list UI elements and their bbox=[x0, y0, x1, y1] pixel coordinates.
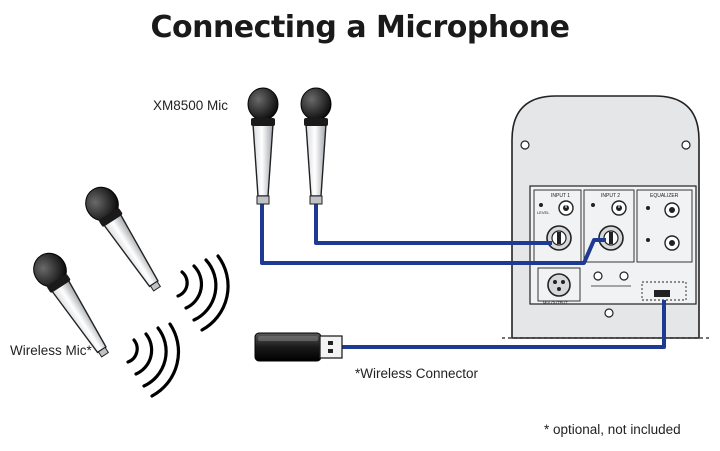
input1-combo-jack[interactable] bbox=[546, 225, 572, 251]
xm8500-cable-2 bbox=[314, 202, 552, 245]
level-label: LEVEL bbox=[537, 210, 550, 215]
level-knob-2[interactable] bbox=[611, 200, 627, 216]
wireless-mic-icon bbox=[33, 252, 110, 358]
mix-output-xlr[interactable] bbox=[537, 267, 581, 302]
xm8500-mic-label: XM8500 Mic bbox=[153, 98, 229, 113]
eq-led bbox=[646, 206, 650, 210]
wireless-connector-label: *Wireless Connector bbox=[355, 366, 479, 381]
mix-output-label: MIX OUTPUT bbox=[543, 300, 568, 305]
panel-screw bbox=[604, 308, 614, 318]
eq-high-knob[interactable] bbox=[664, 202, 680, 218]
wireless-signal-icon bbox=[176, 254, 230, 332]
aux-jack bbox=[593, 271, 603, 281]
wireless-mic-icon bbox=[85, 186, 162, 292]
page-title: Connecting a Microphone bbox=[150, 10, 570, 45]
wireless-connector-icon bbox=[254, 332, 343, 362]
level-knob-1[interactable] bbox=[558, 200, 574, 216]
mixer-panel: INPUT 1 INPUT 2 EQUALIZER LEVEL bbox=[502, 95, 712, 339]
eq-label: EQUALIZER bbox=[650, 193, 679, 199]
input2-label: INPUT 2 bbox=[601, 193, 620, 199]
xm8500-mic-icon bbox=[300, 87, 332, 205]
input1-label: INPUT 1 bbox=[551, 193, 570, 199]
xm8500-mic-icon bbox=[247, 87, 279, 205]
clip-led bbox=[539, 203, 543, 207]
input2-combo-jack[interactable] bbox=[598, 225, 624, 251]
wireless-signal-icon bbox=[126, 322, 181, 398]
optional-note: * optional, not included bbox=[544, 422, 681, 437]
xm8500-cable-1 bbox=[260, 202, 606, 265]
wireless-connector-cable bbox=[342, 300, 666, 349]
aux-jack bbox=[619, 271, 629, 281]
eq-low-knob[interactable] bbox=[664, 235, 680, 251]
wireless-mic-label: Wireless Mic* bbox=[10, 343, 92, 358]
eq-led bbox=[646, 238, 650, 242]
panel-screw bbox=[681, 140, 691, 150]
clip-led bbox=[591, 203, 595, 207]
panel-screw bbox=[520, 140, 530, 150]
